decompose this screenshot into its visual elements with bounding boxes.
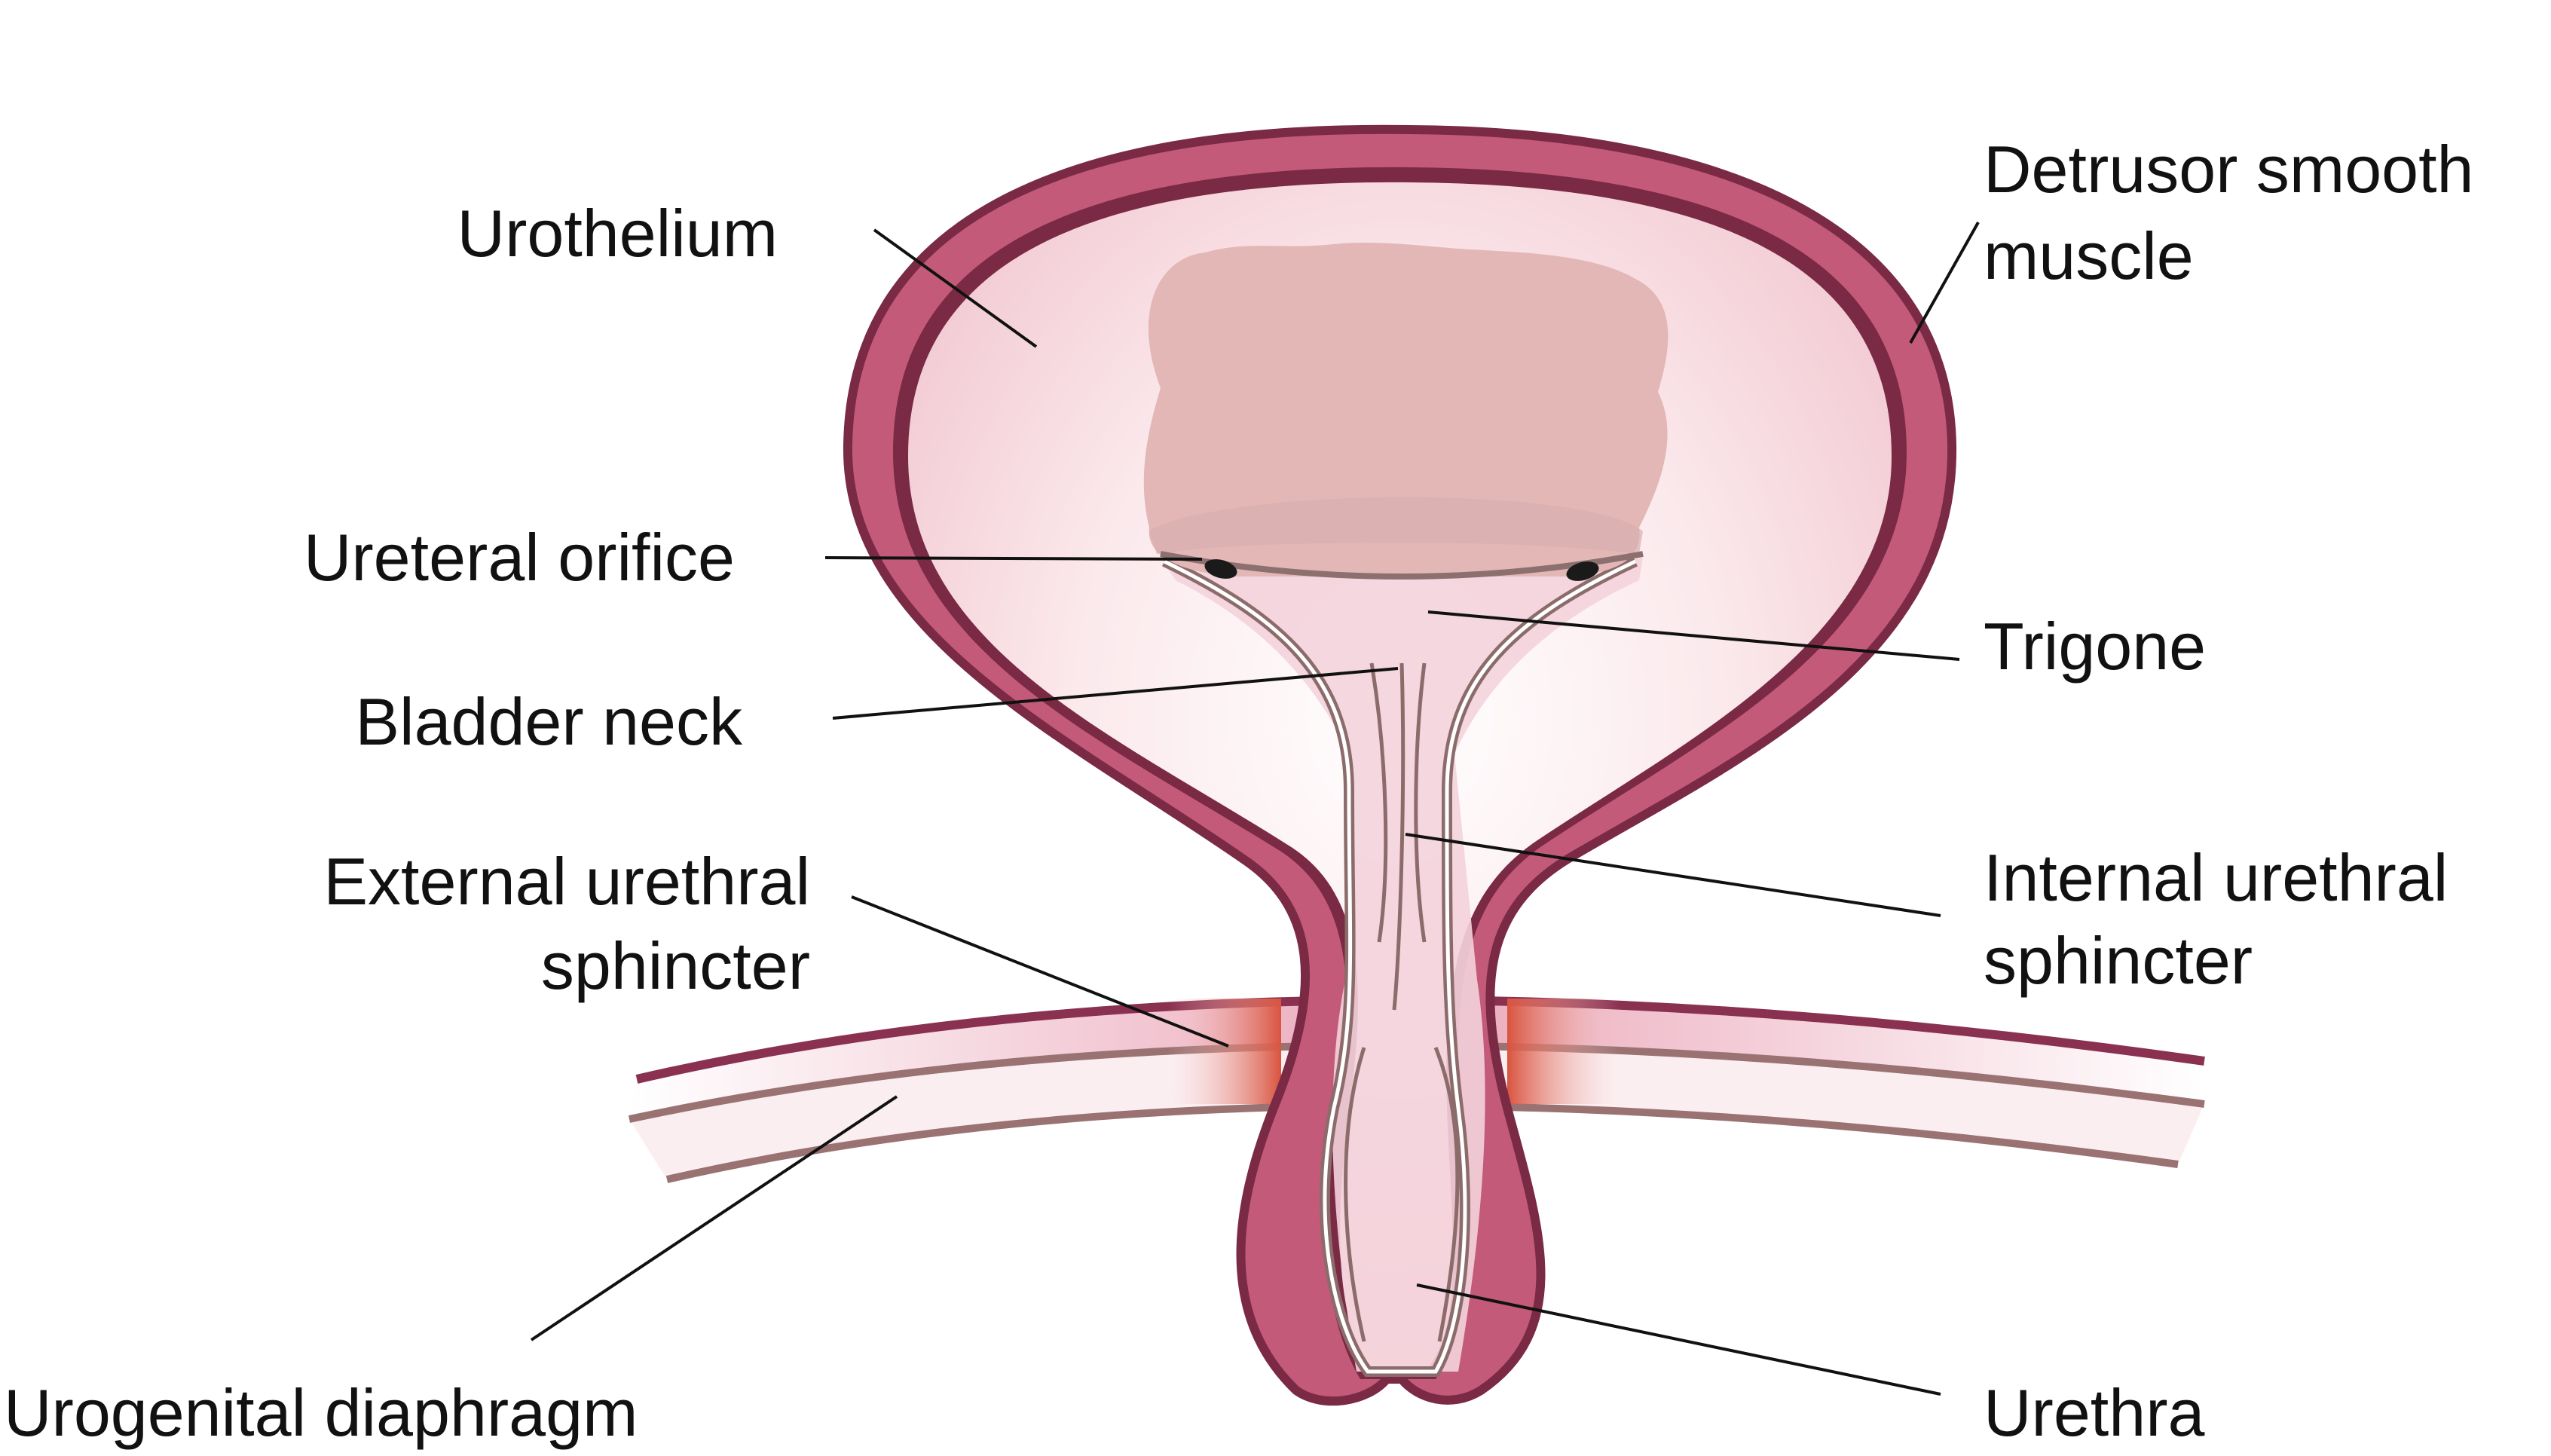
ureteral-orifice-left bbox=[1204, 559, 1237, 579]
label-external-sphincter-line1: External urethral bbox=[323, 844, 810, 919]
leader-external-sphincter bbox=[851, 895, 1229, 1048]
label-bladder-neck: Bladder neck bbox=[355, 684, 743, 759]
trigone-region bbox=[1161, 558, 1643, 1372]
internal-sphincter-lines bbox=[1344, 662, 1460, 1342]
bladder-mass bbox=[1143, 243, 1669, 577]
label-external-sphincter-line2: sphincter bbox=[541, 928, 810, 1003]
leader-lines bbox=[530, 222, 1980, 1396]
leader-bladder-neck bbox=[832, 667, 1399, 720]
leader-urothelium bbox=[873, 228, 1038, 348]
urogenital-diaphragm bbox=[628, 996, 2205, 1183]
leader-urogenital-diaphragm bbox=[530, 1095, 898, 1341]
label-detrusor-line2: muscle bbox=[1984, 219, 2194, 293]
label-urogenital-diaphragm: Urogenital diaphragm bbox=[4, 1375, 638, 1450]
label-urothelium: Urothelium bbox=[457, 196, 778, 271]
label-internal-sphincter-line2: sphincter bbox=[1984, 923, 2253, 998]
leader-urethra bbox=[1416, 1283, 1941, 1396]
leader-trigone bbox=[1427, 610, 1960, 661]
label-detrusor-line1: Detrusor smooth bbox=[1984, 132, 2473, 206]
external-sphincter-left bbox=[1168, 999, 1281, 1104]
labels: Urothelium Detrusor smooth muscle Ureter… bbox=[4, 132, 2473, 1450]
leader-internal-sphincter bbox=[1405, 833, 1941, 917]
leader-detrusor bbox=[1909, 222, 1980, 344]
label-ureteral-orifice: Ureteral orifice bbox=[304, 520, 735, 595]
label-urethra: Urethra bbox=[1984, 1375, 2204, 1450]
leader-ureteral-orifice bbox=[824, 556, 1203, 561]
label-trigone: Trigone bbox=[1984, 609, 2206, 684]
external-sphincter-right bbox=[1507, 999, 1620, 1104]
ureteral-orifice-right bbox=[1566, 561, 1599, 581]
label-internal-sphincter-line1: Internal urethral bbox=[1984, 840, 2448, 915]
